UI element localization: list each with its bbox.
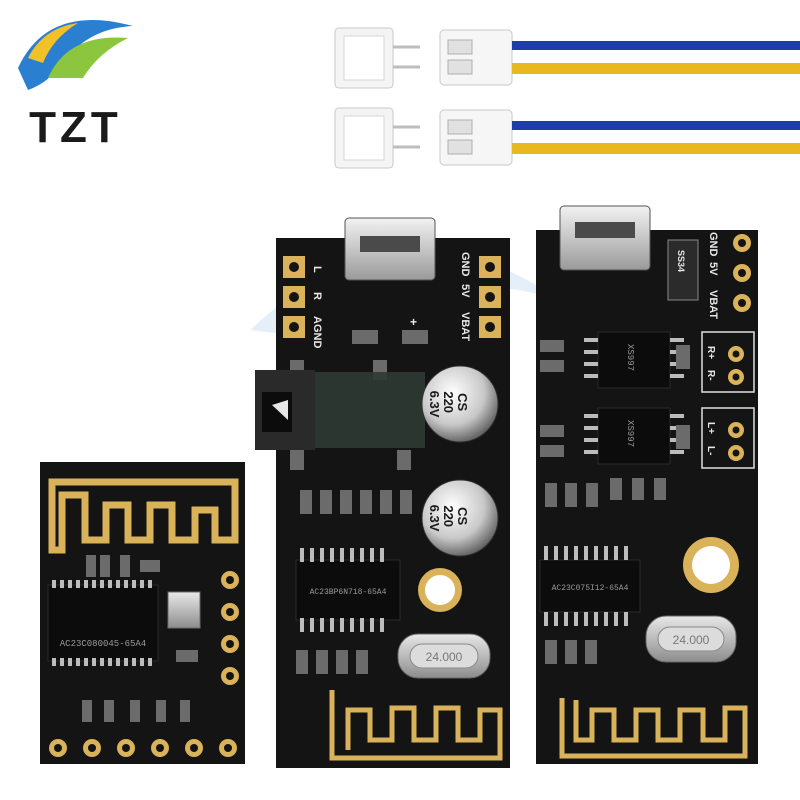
capacitor-2: CS 220 6.3V <box>421 479 499 557</box>
chip-label: AC23BP6N718-65A4 <box>310 588 387 597</box>
crystal-oscillator: 24.000 <box>645 615 737 663</box>
pin-label-vbat: VBAT <box>707 290 719 319</box>
logo-text: TZT <box>29 103 122 152</box>
speaker-label-r-plus: R+ <box>705 346 716 359</box>
amp-chip-2: XS997 <box>584 407 684 465</box>
svg-text:24.000: 24.000 <box>673 633 710 647</box>
capacitor-1: CS 220 6.3V <box>421 365 499 443</box>
pin-label-5v: 5V <box>459 284 471 298</box>
right-bluetooth-module: SS34 GND 5V VBAT R+ R- L+ L- XS997 XS997 <box>536 205 758 764</box>
pin-label-vbat: VBAT <box>459 312 471 341</box>
tzt-logo: TZT <box>8 8 143 152</box>
svg-text:XS997: XS997 <box>625 344 635 371</box>
pin-label-gnd: GND <box>707 232 719 257</box>
tzt-logo-icon <box>18 19 133 91</box>
pin-label-agnd: AGND <box>311 316 323 348</box>
antenna-trace <box>48 478 239 554</box>
crystal-oscillator: 24.000 <box>397 633 491 679</box>
svg-text:CS 220 6.3V: CS 220 6.3V <box>427 505 470 532</box>
chip-label: AC23C075I12-65A4 <box>552 584 629 593</box>
plus-mark: + <box>410 315 417 329</box>
speaker-label-r-minus: R- <box>705 370 716 381</box>
small-bluetooth-module: AC23C080045-65A4 <box>40 462 245 764</box>
speaker-label-l-plus: L+ <box>705 422 716 434</box>
svg-text:CS 220 6.3V: CS 220 6.3V <box>427 391 470 418</box>
amp-chip-1: XS997 <box>584 331 684 389</box>
pin-label-5v: 5V <box>707 262 719 276</box>
diode-label: SS34 <box>676 250 686 272</box>
middle-bluetooth-module: L R AGND GND 5V VBAT + CS 220 6.3V <box>255 217 510 768</box>
svg-text:24.000: 24.000 <box>426 650 463 664</box>
chip-label: AC23C080045-65A4 <box>60 639 146 649</box>
jst-connector-cable-1 <box>334 27 800 89</box>
pin-label-gnd: GND <box>459 252 471 277</box>
jst-connector-cable-2 <box>334 107 800 169</box>
pin-label-l: L <box>311 266 323 273</box>
speaker-label-l-minus: L- <box>705 446 716 455</box>
svg-text:XS997: XS997 <box>625 420 635 447</box>
pin-label-r: R <box>311 292 323 300</box>
